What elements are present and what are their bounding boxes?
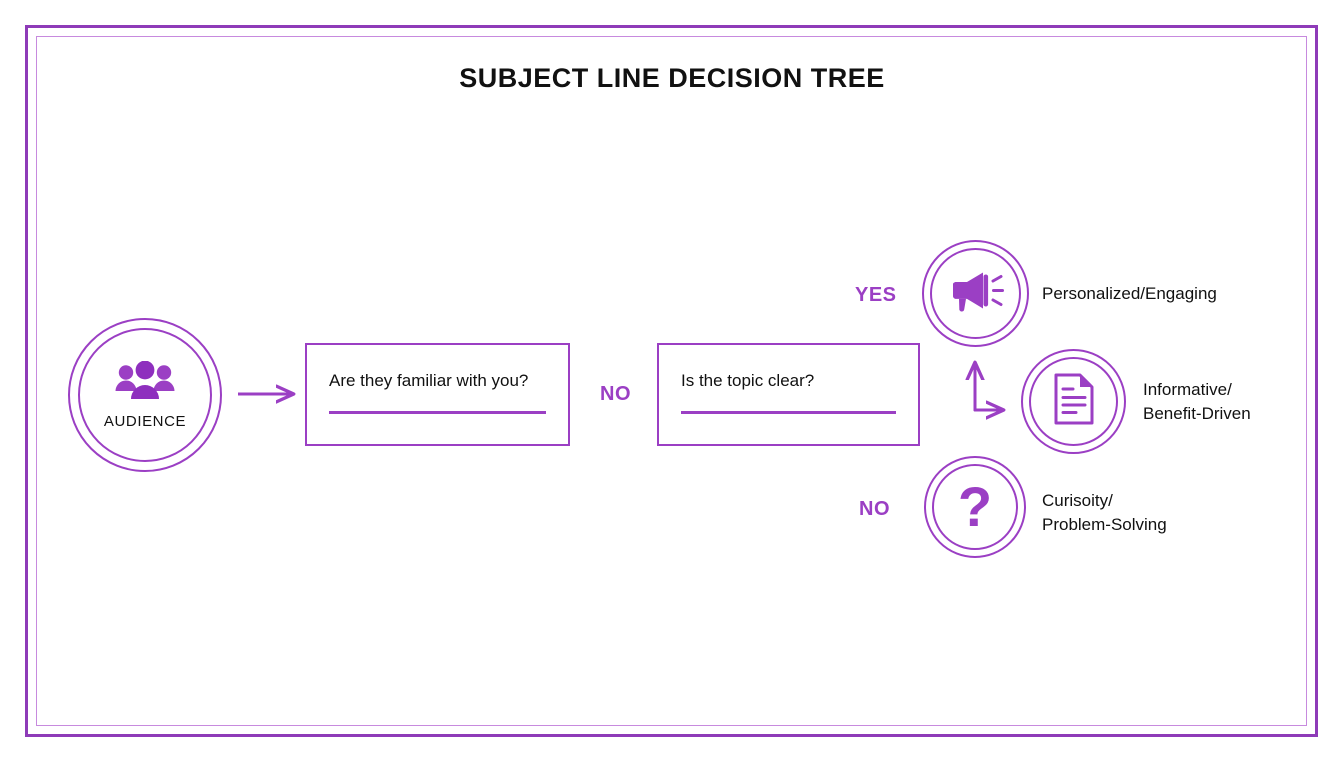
outcome-node-personalized[interactable] (922, 240, 1029, 347)
question-1-text: Are they familiar with you? (329, 371, 529, 390)
outcome-3-line-2: Problem-Solving (1042, 515, 1167, 535)
decorative-frame-outer (25, 25, 1318, 737)
question-ring-inner (932, 464, 1018, 550)
decorative-frame-inner (36, 36, 1307, 726)
question-2-text: Is the topic clear? (681, 371, 815, 390)
audience-label: AUDIENCE (103, 412, 187, 430)
question-box-topic-clear[interactable]: Is the topic clear? (657, 343, 920, 446)
megaphone-icon (947, 267, 1005, 320)
outcome-label-informative: Informative/ Benefit-Driven (1143, 378, 1251, 426)
document-ring-inner (1029, 357, 1118, 446)
outcome-1-line-1: Personalized/Engaging (1042, 284, 1217, 303)
question-1-underline (329, 411, 546, 414)
outcome-label-personalized: Personalized/Engaging (1042, 282, 1217, 306)
question-box-familiar[interactable]: Are they familiar with you? (305, 343, 570, 446)
page-title: SUBJECT LINE DECISION TREE (459, 63, 885, 93)
start-node-audience[interactable]: AUDIENCE (68, 318, 222, 472)
question-mark-icon: ? (957, 475, 993, 538)
outcome-label-curiosity: Curisoity/ Problem-Solving (1042, 489, 1167, 537)
branch-label-no-familiar: NO (600, 383, 631, 405)
question-2-underline (681, 411, 896, 414)
branch-label-yes: YES (855, 284, 897, 306)
megaphone-ring-inner (930, 248, 1021, 339)
document-icon (1052, 372, 1096, 431)
people-group-icon (114, 360, 176, 406)
outcome-3-line-1: Curisoity/ (1042, 491, 1113, 510)
audience-ring-inner (78, 328, 212, 462)
outcome-2-line-2: Benefit-Driven (1143, 404, 1251, 424)
branch-label-no-topic: NO (859, 498, 890, 520)
outcome-node-curiosity[interactable]: ? (924, 456, 1026, 558)
outcome-2-line-1: Informative/ (1143, 380, 1232, 399)
outcome-node-informative[interactable] (1021, 349, 1126, 454)
